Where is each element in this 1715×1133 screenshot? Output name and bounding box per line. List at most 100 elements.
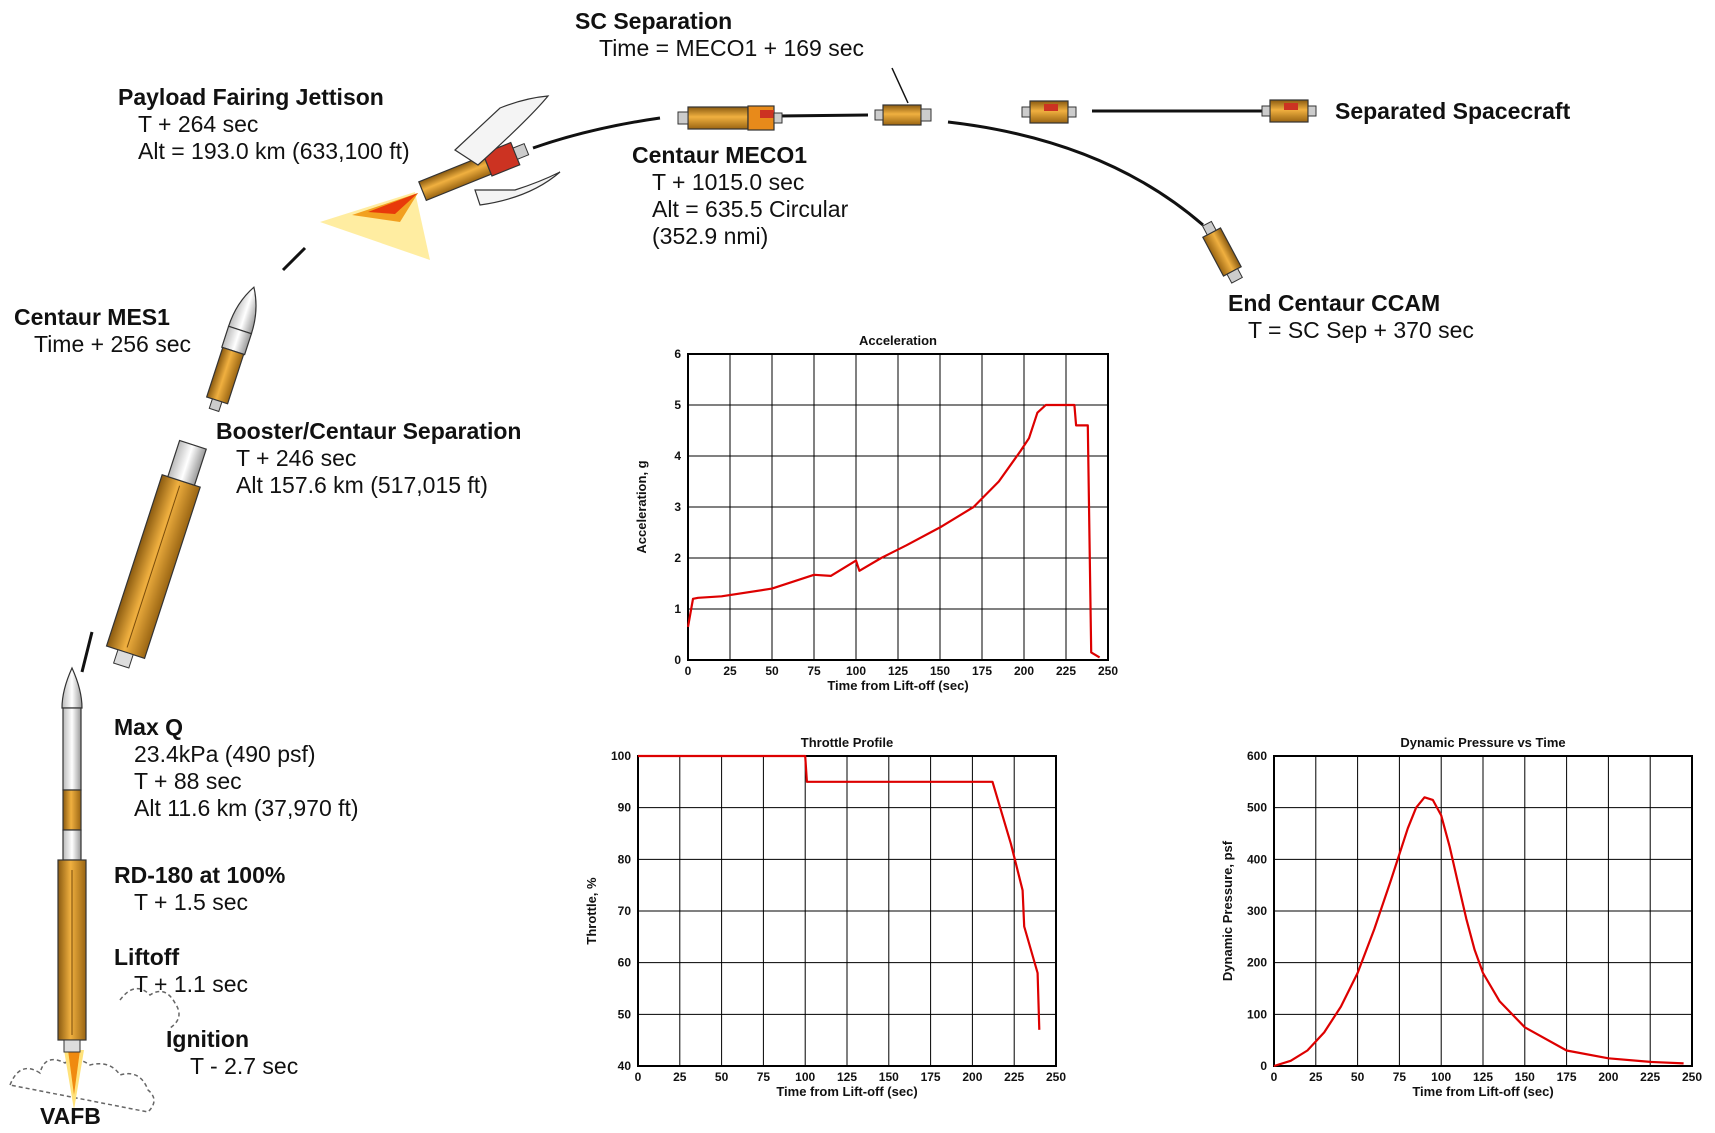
x-tick-label: 100 xyxy=(1431,1070,1451,1084)
event-line: T + 1.1 sec xyxy=(134,971,249,997)
separated-spacecraft-icon xyxy=(1261,99,1317,123)
x-tick-label: 0 xyxy=(685,664,692,678)
x-axis-label: Time from Lift-off (sec) xyxy=(827,678,968,693)
y-tick-label: 300 xyxy=(1247,904,1267,918)
centaur-upper-stage-icon xyxy=(205,286,257,413)
x-tick-label: 50 xyxy=(715,1070,729,1084)
x-tick-label: 125 xyxy=(1473,1070,1493,1084)
x-tick-label: 175 xyxy=(1557,1070,1577,1084)
event-line: T = SC Sep + 370 sec xyxy=(1248,317,1474,343)
sc-sep-leader-line xyxy=(891,67,909,104)
x-tick-label: 225 xyxy=(1640,1070,1660,1084)
series-line xyxy=(1273,796,1684,1068)
y-tick-label: 2 xyxy=(674,551,681,565)
series-line xyxy=(686,403,1101,659)
sc-separation-icon xyxy=(874,104,932,126)
ccam-centaur-icon xyxy=(1201,220,1243,284)
y-tick-label: 70 xyxy=(618,904,632,918)
event-line: Alt = 193.0 km (633,100 ft) xyxy=(138,138,410,164)
event-title: Max Q xyxy=(114,714,184,740)
y-tick-label: 1 xyxy=(674,602,681,616)
event-centaur-mes1: Centaur MES1 Time + 256 sec xyxy=(14,304,191,358)
x-tick-label: 50 xyxy=(765,664,779,678)
x-tick-label: 200 xyxy=(1014,664,1034,678)
event-liftoff: Liftoff T + 1.1 sec xyxy=(114,944,248,998)
y-axis-label: Throttle, % xyxy=(584,877,599,945)
event-line: T + 264 sec xyxy=(138,111,259,137)
x-tick-label: 175 xyxy=(972,664,992,678)
event-line: Alt = 635.5 Circular xyxy=(652,196,849,222)
y-tick-label: 6 xyxy=(674,347,681,361)
event-line: Time + 256 sec xyxy=(34,331,192,357)
exhaust-cloud-right xyxy=(119,987,180,1029)
exhaust-cloud xyxy=(8,1058,155,1113)
event-title: Liftoff xyxy=(114,944,180,970)
dynamic-pressure-chart: Dynamic Pressure vs Time 0 25 50 75 100 125 150… xyxy=(1220,735,1702,1099)
arc-segment-coast xyxy=(532,116,661,150)
event-title: SC Separation xyxy=(575,8,733,34)
y-tick-label: 40 xyxy=(618,1059,632,1073)
x-tick-label: 125 xyxy=(837,1070,857,1084)
y-tick-label: 600 xyxy=(1247,749,1267,763)
x-tick-label: 150 xyxy=(879,1070,899,1084)
arc-segment-ascent xyxy=(281,246,307,272)
x-tick-label: 250 xyxy=(1098,664,1118,678)
event-title: Payload Fairing Jettison xyxy=(118,84,384,110)
x-tick-label: 50 xyxy=(1351,1070,1365,1084)
fairing-half-top xyxy=(454,95,550,166)
x-tick-label: 175 xyxy=(921,1070,941,1084)
y-tick-label: 500 xyxy=(1247,801,1267,815)
centaur-meco1-icon xyxy=(677,105,783,131)
trajectory-arc xyxy=(80,67,1262,673)
x-tick-label: 25 xyxy=(673,1070,687,1084)
y-tick-label: 60 xyxy=(618,956,632,970)
event-title: Centaur MECO1 xyxy=(632,142,808,168)
x-tick-label: 200 xyxy=(962,1070,982,1084)
booster-separation-rocket-icon xyxy=(105,439,207,669)
y-tick-label: 100 xyxy=(1247,1007,1267,1021)
event-line: T + 88 sec xyxy=(134,768,242,794)
event-line: Alt 157.6 km (517,015 ft) xyxy=(236,472,488,498)
plot-frame xyxy=(637,755,1057,1067)
fairing-jettison-icon xyxy=(320,95,561,260)
event-line: T + 1.5 sec xyxy=(134,889,249,915)
plot-frame xyxy=(1273,755,1693,1067)
x-tick-label: 250 xyxy=(1046,1070,1066,1084)
x-tick-label: 75 xyxy=(807,664,821,678)
x-tick-label: 100 xyxy=(795,1070,815,1084)
y-tick-label: 0 xyxy=(1260,1059,1267,1073)
x-tick-label: 250 xyxy=(1682,1070,1702,1084)
engine-plume xyxy=(320,192,430,260)
event-title: Separated Spacecraft xyxy=(1335,98,1571,124)
y-tick-label: 400 xyxy=(1247,852,1267,866)
x-tick-label: 225 xyxy=(1004,1070,1024,1084)
chart-title: Dynamic Pressure vs Time xyxy=(1400,735,1565,750)
x-tick-label: 0 xyxy=(1271,1070,1278,1084)
y-axis-label: Acceleration, g xyxy=(634,460,649,553)
x-tick-label: 0 xyxy=(635,1070,642,1084)
series-line xyxy=(638,754,1041,1030)
x-axis-label: Time from Lift-off (sec) xyxy=(1412,1084,1553,1099)
y-tick-label: 80 xyxy=(618,852,632,866)
y-axis-label: Dynamic Pressure, psf xyxy=(1220,840,1235,981)
event-title: VAFB xyxy=(40,1103,101,1129)
event-title: End Centaur CCAM xyxy=(1228,290,1441,316)
plot-frame xyxy=(687,353,1109,661)
y-tick-label: 0 xyxy=(674,653,681,667)
event-fairing-jettison: Payload Fairing Jettison T + 264 sec Alt… xyxy=(118,84,410,165)
event-centaur-meco1: Centaur MECO1 T + 1015.0 sec Alt = 635.5… xyxy=(632,142,848,250)
event-separated-spacecraft: Separated Spacecraft xyxy=(1335,98,1570,125)
x-tick-label: 100 xyxy=(846,664,866,678)
event-rd180: RD-180 at 100% T + 1.5 sec xyxy=(114,862,285,916)
event-title: Ignition xyxy=(166,1026,250,1052)
event-booster-centaur-separation: Booster/Centaur Separation T + 246 sec A… xyxy=(216,418,521,499)
launch-rocket-icon xyxy=(8,666,180,1113)
event-vafb: VAFB xyxy=(40,1103,101,1130)
x-tick-label: 200 xyxy=(1598,1070,1618,1084)
x-tick-label: 75 xyxy=(1393,1070,1407,1084)
x-tick-label: 150 xyxy=(1515,1070,1535,1084)
event-line: Time = MECO1 + 169 sec xyxy=(599,35,865,61)
y-tick-label: 50 xyxy=(618,1007,632,1021)
x-tick-label: 25 xyxy=(1309,1070,1323,1084)
